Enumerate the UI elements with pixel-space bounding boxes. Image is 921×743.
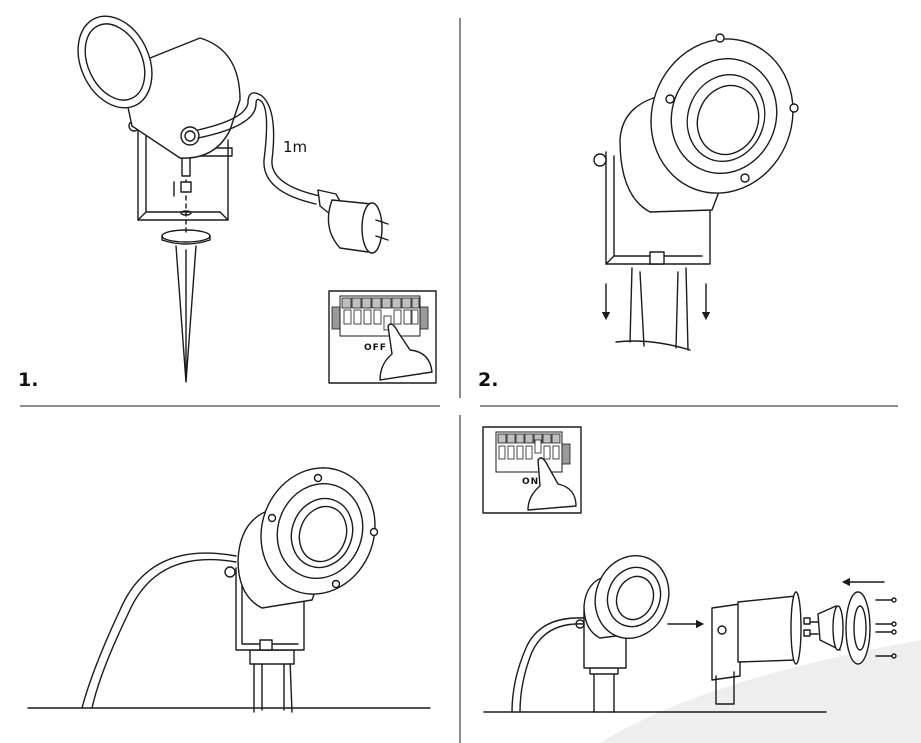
power-cable: [197, 92, 321, 205]
breaker-on-inset: ON: [482, 426, 582, 514]
switch-state-on: ON: [522, 477, 539, 487]
ground-spike: [161, 229, 211, 383]
spotlight-body: [77, 15, 241, 159]
exploded-housing: [711, 591, 802, 705]
spike-in-ground-3: [249, 649, 295, 713]
ground-shade: [600, 640, 921, 743]
exploded-screws: [875, 597, 897, 659]
panel-step-1: 1m OFF 1.: [18, 15, 437, 391]
panel-step-2: 2.: [478, 33, 799, 391]
power-plug: [317, 189, 389, 254]
spike-in-ground: [615, 267, 691, 351]
step-number-1: 1.: [18, 369, 38, 391]
exploded-glass-ring: [845, 591, 871, 665]
breaker-off-inset: OFF: [328, 290, 437, 384]
exploded-bulb: [803, 605, 844, 651]
step-number-2: 2.: [478, 369, 498, 391]
mounting-screw: [173, 179, 192, 233]
panel-step-4: ON: [482, 426, 921, 743]
switch-state-off: OFF: [364, 343, 387, 353]
spotlight-body-3: [237, 467, 379, 609]
installed-spotlight: [511, 554, 670, 713]
panel-dividers: [20, 18, 898, 743]
cable-length-label: 1m: [283, 138, 307, 156]
power-cable-3: [81, 552, 237, 709]
spotlight-body-2: [619, 33, 799, 213]
panel-step-3: [27, 467, 431, 713]
